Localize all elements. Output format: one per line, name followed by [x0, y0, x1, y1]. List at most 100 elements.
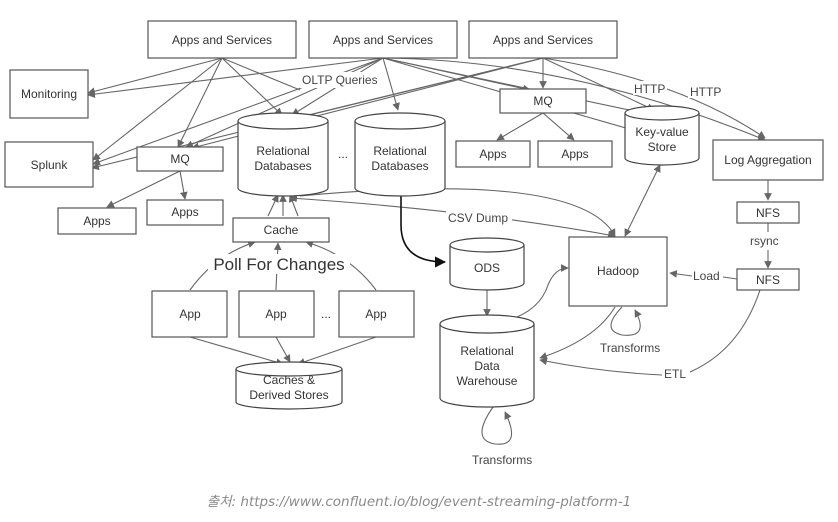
apps-services-2-label: Apps and Services	[333, 33, 433, 47]
relational-db-1-line-2: Databases	[254, 159, 311, 173]
edge-app1-derived	[189, 336, 284, 366]
csv-dump-label: CSV Dump	[448, 211, 508, 225]
edge-nfs-load-a	[722, 276, 738, 280]
ods-cylinder: ODS	[449, 237, 525, 291]
cache-box	[232, 217, 330, 243]
data-warehouse-line-2: Data	[474, 359, 500, 373]
app-1-label: App	[179, 307, 201, 321]
edge-cache-db-a	[267, 194, 279, 217]
hadoop-label: Hadoop	[597, 264, 639, 278]
monitoring-box	[9, 69, 89, 119]
caches-derived-line-1: Caches &	[263, 373, 315, 387]
rsync-label: rsync	[750, 234, 779, 248]
relational-db-2-line-2: Databases	[371, 159, 428, 173]
etl-label: ETL	[664, 367, 686, 381]
edge-app2-derived	[275, 336, 291, 363]
apps-services-2-box	[308, 20, 458, 59]
app-2-box	[238, 290, 315, 338]
apps-services-1-box	[147, 20, 297, 59]
apps-services-1-label: Apps and Services	[172, 33, 272, 47]
http-1-label: HTTP	[634, 82, 665, 96]
db-ellipsis: ...	[338, 147, 348, 161]
oltp-label-bg	[300, 72, 384, 88]
edge-db2-ods	[400, 192, 447, 268]
architecture-diagram: Apps and Services Apps and Services Apps…	[4, 20, 824, 467]
edge-apps3-kv	[542, 57, 655, 111]
edge-mq-apps1	[106, 170, 181, 208]
key-value-store-cylinder: Key-value Store	[624, 105, 700, 166]
poll-for-changes-label: Poll For Changes	[213, 255, 344, 274]
app-1-box	[151, 290, 228, 338]
edge-warehouse-hadoop	[508, 264, 569, 321]
edge-mq-apps3	[496, 112, 544, 141]
data-warehouse-line-3: Warehouse	[457, 374, 518, 388]
edge-apps2-logagg	[382, 57, 766, 141]
cache-label: Cache	[264, 223, 299, 237]
app-ellipsis: ...	[321, 307, 331, 321]
nfs-1-box	[736, 201, 800, 224]
edge-hadoop-self-loop	[610, 306, 642, 336]
edge-apps1-oltp	[221, 57, 301, 91]
relational-db-2-line-1: Relational	[373, 144, 426, 158]
edge-apps2-reldb2	[382, 57, 400, 111]
mq-right-box	[499, 88, 587, 114]
edge-apps1-mq	[177, 57, 223, 148]
edge-app3-derived	[297, 336, 377, 366]
transforms-warehouse-label: Transforms	[472, 453, 532, 467]
apps-3-box	[455, 140, 531, 168]
oltp-queries-label: OLTP Queries	[302, 73, 378, 87]
edge-mq-apps2	[179, 170, 188, 200]
caches-derived-stores-cylinder: Caches & Derived Stores	[235, 361, 343, 410]
app-3-label: App	[365, 307, 387, 321]
ods-label: ODS	[474, 261, 500, 275]
relational-db-1-line-1: Relational	[256, 144, 309, 158]
caches-derived-line-2: Derived Stores	[249, 388, 328, 402]
nfs-1-label: NFS	[756, 206, 780, 220]
apps-4-label: Apps	[561, 147, 588, 161]
log-aggregation-label: Log Aggregation	[724, 153, 811, 167]
app-3-box	[338, 290, 415, 338]
nfs-2-label: NFS	[756, 273, 780, 287]
edge-nfs-load-b	[669, 270, 693, 278]
edge-nfs-etl-b	[539, 357, 663, 376]
apps-2-label: Apps	[171, 205, 198, 219]
http-1-label-bg	[633, 81, 667, 95]
edge-apps2-kv	[382, 57, 649, 117]
mq-right-label: MQ	[533, 94, 552, 108]
key-value-store-line-1: Key-value	[635, 125, 689, 139]
csv-dump-label-bg	[446, 210, 512, 224]
edge-hadoop-warehouse	[539, 306, 616, 360]
mq-left-label: MQ	[170, 152, 189, 166]
edge-labels: OLTP Queries HTTP HTTP CSV Dump Poll For…	[208, 72, 779, 467]
edge-apps1-monitoring	[87, 57, 223, 95]
edge-nfs-etl-a	[689, 289, 761, 373]
load-label: Load	[693, 269, 720, 283]
http-2-label-bg	[688, 84, 724, 98]
apps-1-box	[57, 207, 137, 235]
apps-1-label: Apps	[83, 214, 110, 228]
data-warehouse-line-1: Relational	[460, 344, 513, 358]
poll-label-bg	[208, 254, 350, 274]
key-value-store-line-2: Store	[648, 140, 677, 154]
edge-apps2-monitoring	[87, 57, 384, 98]
log-aggregation-box	[712, 139, 824, 181]
edge-apps1-reldb	[221, 57, 283, 116]
apps-4-box	[537, 140, 613, 168]
source-caption: 출처: https://www.confluent.io/blog/event-…	[206, 494, 632, 510]
nfs-2-box	[736, 268, 800, 291]
apps-2-box	[146, 199, 224, 226]
splunk-label: Splunk	[31, 158, 69, 172]
hadoop-box	[568, 236, 668, 307]
splunk-box	[4, 141, 94, 188]
edge-apps1-splunk	[92, 57, 223, 161]
apps-services-3-box	[468, 20, 618, 59]
relational-db-1-cylinder: Relational Databases	[237, 112, 329, 197]
edge-mq-apps4	[542, 112, 575, 141]
http-2-label: HTTP	[690, 85, 721, 99]
edge-warehouse-self-loop	[481, 406, 513, 445]
relational-db-2-cylinder: Relational Databases	[354, 112, 446, 197]
monitoring-label: Monitoring	[21, 87, 77, 101]
data-warehouse-cylinder: Relational Data Warehouse	[439, 314, 535, 408]
apps-3-label: Apps	[479, 147, 506, 161]
app-2-label: App	[265, 307, 287, 321]
